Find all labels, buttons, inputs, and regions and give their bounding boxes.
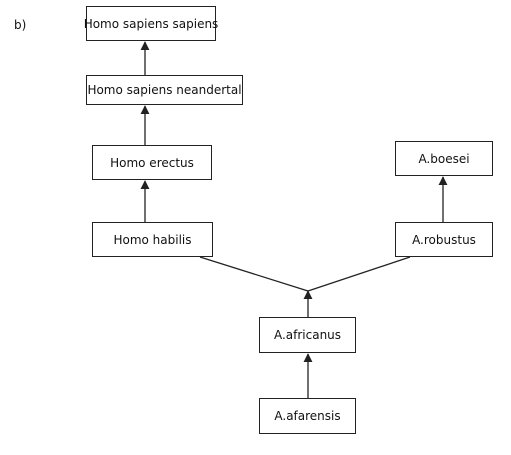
node-label: A.boesei bbox=[418, 151, 470, 166]
node-homo-sapiens-neandertal: Homo sapiens neandertal bbox=[86, 75, 243, 105]
node-label: A.afarensis bbox=[274, 409, 341, 423]
node-a-robustus: A.robustus bbox=[395, 222, 493, 257]
node-homo-habilis: Homo habilis bbox=[92, 222, 213, 257]
node-label: Homo sapiens neandertal bbox=[87, 83, 242, 97]
node-label: A.africanus bbox=[273, 328, 342, 342]
node-homo-erectus: Homo erectus bbox=[92, 145, 212, 180]
node-a-boesei: A.boesei bbox=[395, 141, 493, 176]
figure-label: b) bbox=[14, 18, 27, 32]
node-label: Homo erectus bbox=[110, 155, 194, 170]
node-a-africanus: A.africanus bbox=[259, 317, 356, 353]
node-label: A.robustus bbox=[412, 232, 476, 247]
node-a-afarensis: A.afarensis bbox=[259, 398, 356, 434]
node-homo-sapiens-sapiens: Homo sapiens sapiens bbox=[83, 6, 219, 41]
line-fork-to-robustus bbox=[307, 256, 411, 292]
node-label: Homo habilis bbox=[113, 232, 192, 247]
line-fork-to-habilis bbox=[199, 256, 309, 292]
node-label: Homo sapiens sapiens bbox=[83, 16, 219, 31]
